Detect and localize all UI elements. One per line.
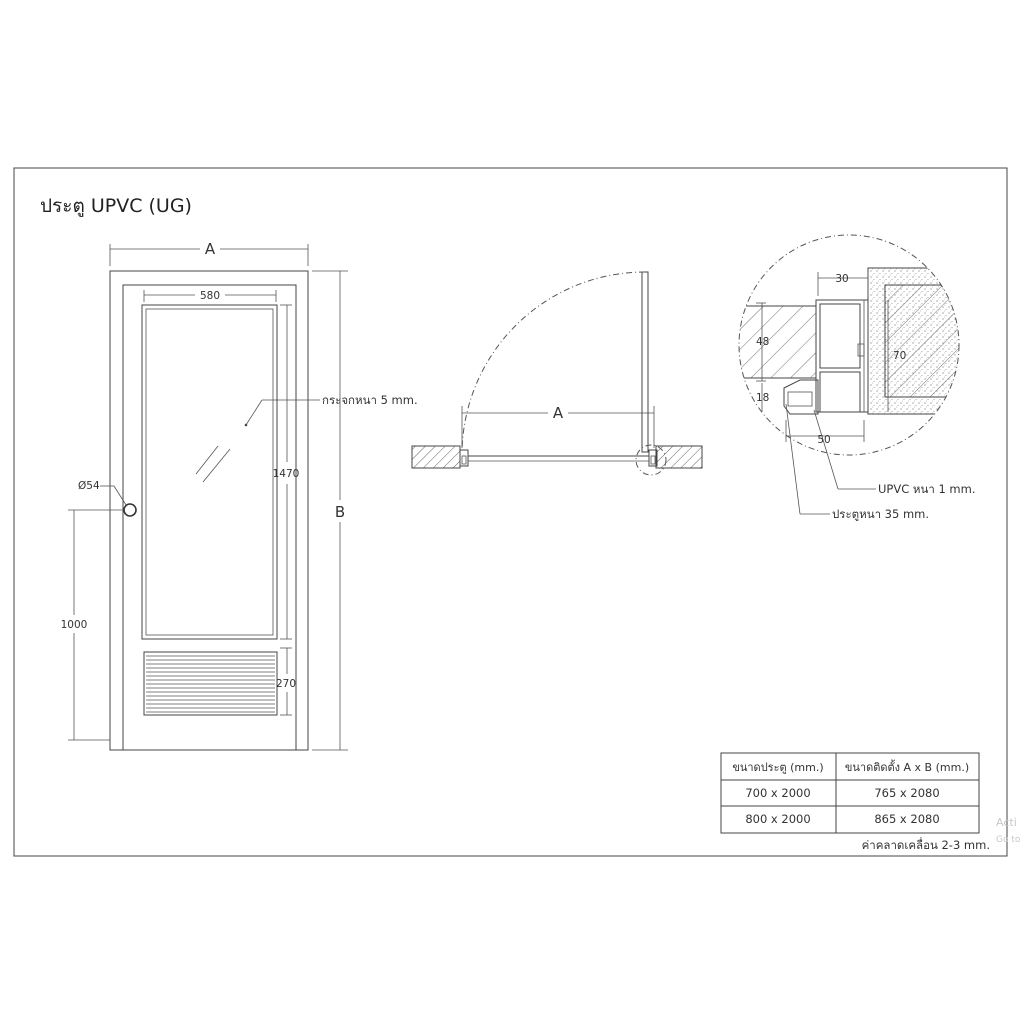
watermark-line1: Acti xyxy=(996,816,1017,829)
dim-handle-height: 1000 xyxy=(61,619,88,631)
table-header-door-size: ขนาดประตู (mm.) xyxy=(732,761,823,774)
dim-height-b: B xyxy=(335,503,345,521)
table-cell: 865 x 2080 xyxy=(874,812,939,826)
detail-circle xyxy=(738,234,960,456)
tolerance-note: ค่าคลาดเคลื่อน 2-3 mm. xyxy=(862,837,990,852)
dim-width-a: A xyxy=(205,240,216,258)
door-leaf-open xyxy=(641,271,649,453)
table-header-install-size: ขนาดติดตั้ง A x B (mm.) xyxy=(845,759,969,774)
door-thickness-note: ประตูหนา 35 mm. xyxy=(832,507,929,521)
dim-handle-diameter: Ø54 xyxy=(78,480,100,492)
dim-50: 50 xyxy=(817,434,830,446)
door-swing-arc xyxy=(461,271,646,453)
front-view: A 580 1470 270 B 1000 Ø54 xyxy=(61,240,418,751)
door-frame-outer xyxy=(109,270,309,751)
dim-48: 48 xyxy=(756,336,769,348)
upvc-thickness-note: UPVC หนา 1 mm. xyxy=(878,482,976,496)
glass-reflection-mark xyxy=(195,445,219,475)
plan-view: A xyxy=(411,271,703,476)
glass-panel-inner xyxy=(145,308,274,636)
wall-left xyxy=(411,445,461,469)
dim-70: 70 xyxy=(893,350,906,362)
sheet-border xyxy=(13,167,1008,857)
table-cell: 800 x 2000 xyxy=(745,812,810,826)
door-handle xyxy=(123,503,137,517)
watermark-line2: Go to xyxy=(996,835,1021,845)
table-cell: 765 x 2080 xyxy=(874,786,939,800)
detail-callout xyxy=(635,444,667,476)
section-detail: 30 48 18 70 50 UPVC หนา 1 mm. ประตูหนา 3… xyxy=(738,234,976,521)
glass-reflection-mark xyxy=(202,448,231,483)
plan-dim-width-a: A xyxy=(553,404,564,422)
size-table: ขนาดประตู (mm.) ขนาดติดตั้ง A x B (mm.) … xyxy=(720,752,980,834)
door-frame-inner xyxy=(122,284,297,750)
dim-glass-width: 580 xyxy=(200,290,220,302)
dim-30: 30 xyxy=(835,273,848,285)
glass-thickness-note: กระจกหนา 5 mm. xyxy=(322,393,418,407)
louver-panel xyxy=(143,651,278,716)
dim-glass-height: 1470 xyxy=(273,468,300,480)
glass-panel-outer xyxy=(141,304,278,640)
table-cell: 700 x 2000 xyxy=(745,786,810,800)
drawing-title: ประตู UPVC (UG) xyxy=(40,195,192,217)
dim-18: 18 xyxy=(756,392,769,404)
wall-right xyxy=(655,445,703,469)
dim-louver-height: 270 xyxy=(276,678,296,690)
louver-slats xyxy=(146,655,275,713)
